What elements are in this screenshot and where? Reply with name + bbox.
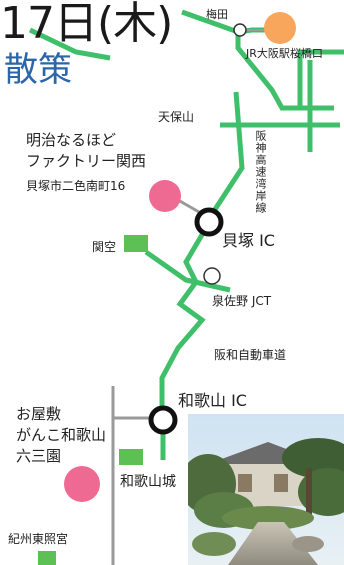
kishu-toshogu-marker <box>38 551 56 565</box>
izumisano-jct-marker <box>203 267 221 285</box>
road-west <box>28 27 111 61</box>
oyashiki-line1: お屋敷 <box>16 405 62 423</box>
oyashiki-line3: 六三園 <box>16 447 62 465</box>
meiji-factory-marker <box>149 180 181 212</box>
kaizuka-ic-label: 貝塚 IC <box>222 231 275 250</box>
wakayama-ic-marker <box>148 405 178 435</box>
kishu-toshogu-label: 紀州東照宮 <box>8 532 69 546</box>
izumisano-jct-label: 泉佐野 JCT <box>212 294 272 308</box>
hanshin-wangan-label: 阪神高速湾岸線 <box>254 130 267 214</box>
kanku-label: 関空 <box>92 240 117 254</box>
road-kanku-connector <box>144 249 231 293</box>
umeda-station-marker <box>233 23 247 37</box>
kaizuka-ic-marker <box>194 207 224 237</box>
page-date: 17日(木) <box>0 0 173 49</box>
wakayama-ic-label: 和歌山 IC <box>178 391 247 410</box>
road-hanshin-wangan <box>209 91 245 216</box>
kanku-marker <box>124 235 148 252</box>
hanwa-expressway-label: 阪和自動車道 <box>214 348 287 362</box>
road-osaka-east <box>282 49 344 111</box>
meiji-factory-name-line2: ファクトリー関西 <box>26 152 147 170</box>
oyashiki-line2: がんこ和歌山 <box>16 426 107 444</box>
meiji-factory-name-line1: 明治なるほど <box>26 131 117 149</box>
jr-osaka-marker <box>264 12 296 44</box>
page-subtitle: 散策 <box>4 50 72 90</box>
wakayama-castle-label: 和歌山城 <box>120 474 176 490</box>
road-umeda-branch <box>235 32 334 111</box>
road-hanwa-expressway <box>159 226 209 418</box>
garden-photo <box>188 414 344 565</box>
meiji-factory-address: 貝塚市二色南町16 <box>26 179 126 193</box>
oyashiki-marker <box>64 466 100 502</box>
umeda-label: 梅田 <box>206 8 228 21</box>
wakayama-castle-marker <box>119 449 143 465</box>
tenpozan-label: 天保山 <box>158 110 195 124</box>
jr-osaka-label: JR大阪駅桜橋口 <box>246 47 323 60</box>
